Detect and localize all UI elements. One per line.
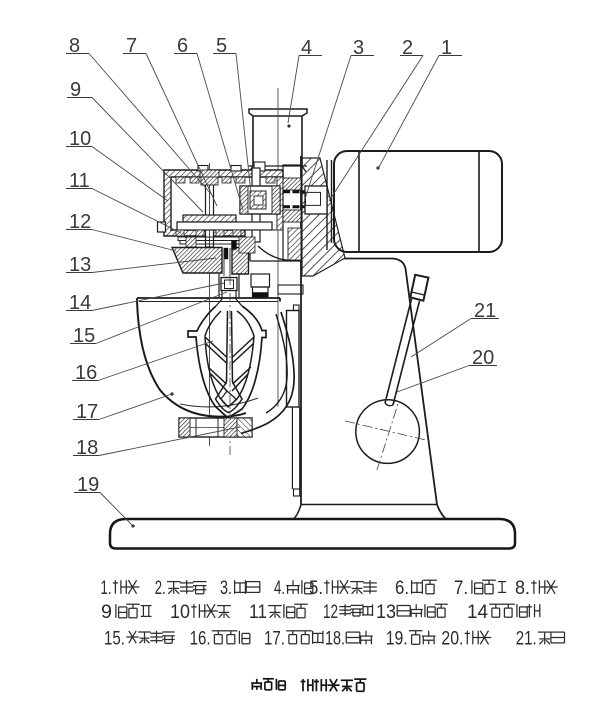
svg-text:7.: 7. <box>454 577 468 599</box>
svg-text:20: 20 <box>472 347 494 369</box>
svg-text:6.: 6. <box>395 577 409 599</box>
svg-text:7: 7 <box>126 35 137 57</box>
svg-text:2: 2 <box>402 37 413 59</box>
svg-text:3: 3 <box>353 37 364 59</box>
svg-text:4.: 4. <box>274 577 285 599</box>
svg-text:14: 14 <box>69 292 91 314</box>
svg-text:2.: 2. <box>155 577 166 599</box>
svg-text:1.: 1. <box>101 577 112 599</box>
svg-text:3.: 3. <box>220 577 232 599</box>
svg-text:11: 11 <box>249 601 267 623</box>
svg-text:12: 12 <box>323 601 338 623</box>
svg-text:15: 15 <box>73 325 95 347</box>
svg-text:19: 19 <box>77 474 99 496</box>
svg-text:5.: 5. <box>309 577 323 599</box>
svg-text:16.: 16. <box>190 628 211 650</box>
svg-text:15.: 15. <box>104 628 125 650</box>
svg-text:11: 11 <box>69 170 90 192</box>
svg-text:9: 9 <box>101 601 112 623</box>
svg-text:5: 5 <box>216 35 227 57</box>
svg-text:12: 12 <box>69 211 91 233</box>
svg-text:4: 4 <box>301 37 312 59</box>
svg-text:17.: 17. <box>264 628 285 650</box>
svg-text:8.: 8. <box>515 577 530 599</box>
svg-text:13: 13 <box>69 254 91 276</box>
svg-text:18.: 18. <box>325 628 345 650</box>
svg-text:21.: 21. <box>516 628 537 650</box>
svg-text:9: 9 <box>70 79 81 101</box>
svg-text:14: 14 <box>467 601 488 623</box>
svg-text:10: 10 <box>69 128 91 150</box>
svg-text:19.: 19. <box>386 628 408 650</box>
svg-text:18: 18 <box>76 437 98 459</box>
svg-text:8: 8 <box>69 35 80 57</box>
svg-text:1: 1 <box>441 37 452 59</box>
svg-text:10: 10 <box>170 601 190 623</box>
svg-text:13: 13 <box>376 601 396 623</box>
svg-text:20.: 20. <box>441 628 463 650</box>
svg-text:6: 6 <box>177 35 188 57</box>
svg-text:21: 21 <box>474 300 496 322</box>
svg-text:17: 17 <box>76 401 98 423</box>
svg-text:16: 16 <box>75 362 97 384</box>
